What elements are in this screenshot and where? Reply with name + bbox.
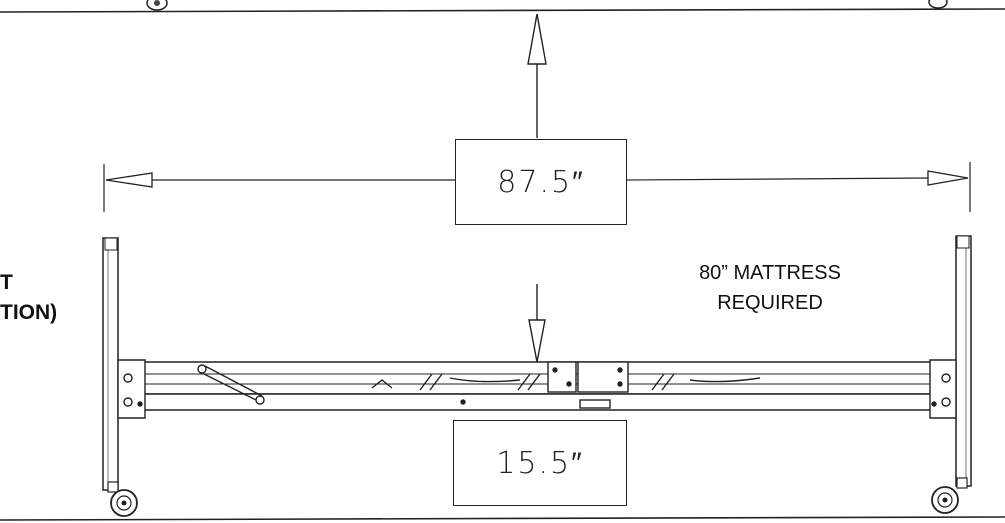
center-plates xyxy=(547,361,629,393)
mattress-note-line-1: 80” MATTRESS xyxy=(699,262,841,284)
height-dimension-value: 15.5″ xyxy=(496,445,584,481)
side-label-line-2: TION) xyxy=(0,301,58,324)
height-dimension-arrow-down xyxy=(528,284,546,363)
top-reference-line xyxy=(0,8,1005,13)
left-end-bracket xyxy=(117,359,146,419)
cropped-side-label: T TION) xyxy=(0,268,57,328)
right-end-post xyxy=(955,235,972,487)
left-end-post xyxy=(102,237,119,491)
top-left-caster xyxy=(146,0,168,11)
mattress-requirement-note: 80” MATTRESS REQUIRED xyxy=(660,258,880,318)
length-dimension-line xyxy=(103,162,971,212)
bed-frame-rails xyxy=(127,361,955,411)
right-end-bracket xyxy=(929,359,957,419)
right-caster xyxy=(931,477,968,514)
side-label-line-1: T xyxy=(0,271,13,294)
floor-line xyxy=(0,516,1005,521)
mattress-note-line-2: REQUIRED xyxy=(717,292,823,314)
top-right-caster xyxy=(928,0,948,9)
length-dimension-value: 87.5″ xyxy=(497,164,585,200)
length-dimension-box: 87.5″ xyxy=(455,139,627,225)
left-caster xyxy=(107,481,138,517)
height-adjust-arrow-up xyxy=(527,13,547,138)
height-dimension-box: 15.5″ xyxy=(453,420,627,506)
frame-linkage xyxy=(197,364,761,409)
